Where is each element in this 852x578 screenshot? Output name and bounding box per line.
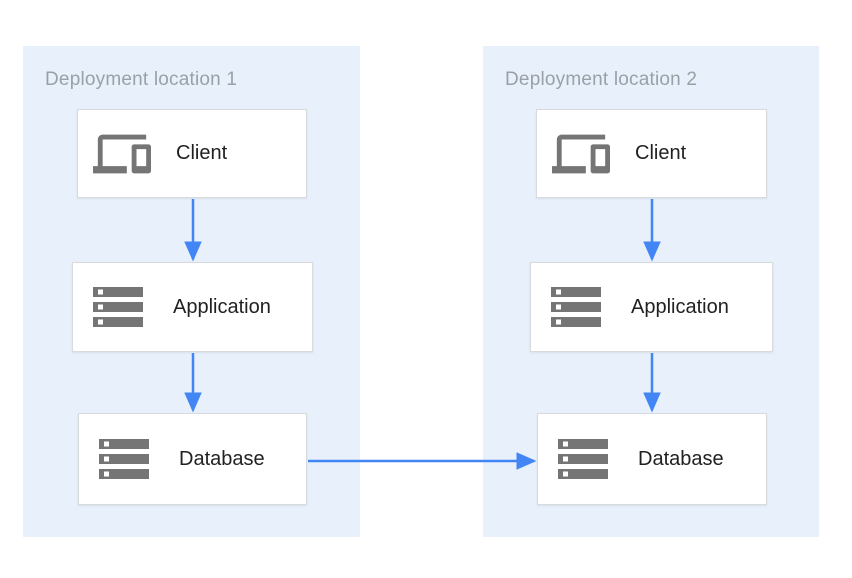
node-label: Client — [176, 142, 228, 164]
devices-icon — [93, 125, 151, 183]
node-client-2: Client — [536, 109, 767, 198]
storage-icon — [88, 277, 148, 337]
node-label: Application — [631, 295, 729, 318]
storage-icon — [94, 429, 154, 489]
node-label: Client — [635, 142, 687, 164]
node-label: Database — [638, 447, 724, 470]
node-label: Application — [173, 295, 271, 318]
devices-icon — [552, 125, 610, 183]
node-client-1: Client — [77, 109, 307, 198]
node-label: Database — [179, 447, 265, 470]
storage-icon — [546, 277, 606, 337]
node-application-2: Application — [530, 262, 773, 352]
storage-icon — [553, 429, 613, 489]
node-database-1: Database — [78, 413, 307, 505]
node-application-1: Application — [72, 262, 313, 352]
panel-title: Deployment location 1 — [45, 69, 238, 90]
node-database-2: Database — [537, 413, 767, 505]
panel-title: Deployment location 2 — [505, 69, 698, 90]
